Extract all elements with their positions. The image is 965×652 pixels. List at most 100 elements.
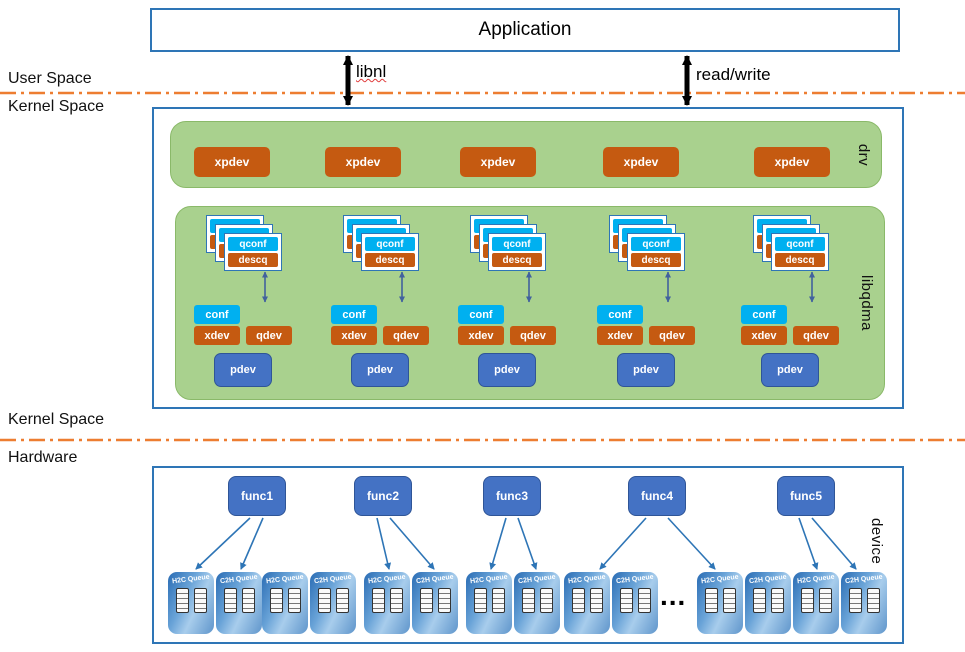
kernel-space-label-lower: Kernel Space	[8, 411, 105, 428]
func-box: func4	[628, 476, 686, 516]
kernel-space-label-upper: Kernel Space	[8, 98, 105, 115]
queue-label: C2H Queue	[313, 573, 353, 586]
xpdev-box: xpdev	[325, 147, 401, 177]
drv-label: drv	[855, 143, 872, 166]
libqdma-container: qconf descq conf xdev qdev pdev qconf de…	[175, 206, 885, 400]
queue-icons	[269, 588, 301, 613]
conf-box: conf	[331, 305, 377, 324]
xdev-box: xdev	[194, 326, 240, 345]
device-box	[152, 466, 904, 644]
xpdev-box: xpdev	[460, 147, 536, 177]
queue-label: C2H Queue	[517, 573, 557, 586]
hardware-label: Hardware	[8, 449, 78, 466]
func-box: func5	[777, 476, 835, 516]
qconf-box: qconf	[631, 237, 681, 251]
pdev-box: pdev	[761, 353, 819, 387]
c2h-queue-box: C2H Queue	[310, 572, 356, 634]
queue-stack-icon	[521, 588, 535, 613]
h2c-queue-box: H2C Queue	[168, 572, 214, 634]
queue-icons	[419, 588, 451, 613]
application-box: Application	[150, 8, 900, 52]
qdev-box: qdev	[649, 326, 695, 345]
h2c-queue-box: H2C Queue	[564, 572, 610, 634]
h2c-queue-box: H2C Queue	[793, 572, 839, 634]
descriptor-card-stack: qconf descq	[470, 215, 546, 271]
read-write-label: read/write	[696, 65, 771, 84]
c2h-queue-box: C2H Queue	[612, 572, 658, 634]
c2h-queue-box: C2H Queue	[745, 572, 791, 634]
descriptor-card-stack: qconf descq	[753, 215, 829, 271]
queue-stack-icon	[371, 588, 385, 613]
queue-icons	[704, 588, 736, 613]
device-label: device	[868, 518, 885, 565]
queue-icons	[473, 588, 505, 613]
qdev-box: qdev	[793, 326, 839, 345]
queue-label: H2C Queue	[700, 573, 740, 586]
kernel-space-box	[152, 107, 904, 409]
qdev-box: qdev	[510, 326, 556, 345]
queue-stack-icon	[241, 588, 255, 613]
queue-stack-icon	[704, 588, 718, 613]
func-box: func3	[483, 476, 541, 516]
queue-stack-icon	[287, 588, 301, 613]
queue-icons	[752, 588, 784, 613]
libqdma-group: qconf descq conf xdev qdev pdev	[597, 215, 707, 387]
queue-icons	[848, 588, 880, 613]
queue-icons	[521, 588, 553, 613]
h2c-queue-box: H2C Queue	[697, 572, 743, 634]
queue-stack-icon	[637, 588, 651, 613]
xpdev-box: xpdev	[603, 147, 679, 177]
c2h-queue-box: C2H Queue	[216, 572, 262, 634]
qconf-box: qconf	[228, 237, 278, 251]
qconf-box: qconf	[775, 237, 825, 251]
descq-box: descq	[492, 253, 542, 267]
queue-stack-icon	[589, 588, 603, 613]
queue-stack-icon	[193, 588, 207, 613]
queue-stack-icon	[539, 588, 553, 613]
h2c-queue-box: H2C Queue	[262, 572, 308, 634]
queue-stack-icon	[866, 588, 880, 613]
h2c-queue-box: H2C Queue	[466, 572, 512, 634]
conf-box: conf	[458, 305, 504, 324]
queue-label: C2H Queue	[844, 573, 884, 586]
descq-box: descq	[365, 253, 415, 267]
queue-icons	[800, 588, 832, 613]
queue-stack-icon	[473, 588, 487, 613]
queue-stack-icon	[175, 588, 189, 613]
pdev-box: pdev	[478, 353, 536, 387]
queue-stack-icon	[619, 588, 633, 613]
libqdma-group: qconf descq conf xdev qdev pdev	[741, 215, 851, 387]
descq-box: descq	[631, 253, 681, 267]
queue-stack-icon	[752, 588, 766, 613]
qconf-box: qconf	[365, 237, 415, 251]
queue-stack-icon	[491, 588, 505, 613]
pdev-box: pdev	[214, 353, 272, 387]
descq-box: descq	[775, 253, 825, 267]
queue-label: C2H Queue	[615, 573, 655, 586]
xdev-box: xdev	[331, 326, 377, 345]
libqdma-group: qconf descq conf xdev qdev pdev	[194, 215, 304, 387]
descriptor-card-stack: qconf descq	[609, 215, 685, 271]
queue-stack-icon	[770, 588, 784, 613]
queue-label: H2C Queue	[796, 573, 836, 586]
queue-card: qconf descq	[224, 233, 282, 271]
queue-card: qconf descq	[488, 233, 546, 271]
descq-box: descq	[228, 253, 278, 267]
queue-stack-icon	[269, 588, 283, 613]
pdev-box: pdev	[617, 353, 675, 387]
application-label: Application	[478, 19, 572, 40]
qconf-box: qconf	[492, 237, 542, 251]
xpdev-box: xpdev	[194, 147, 270, 177]
queue-stack-icon	[419, 588, 433, 613]
libqdma-label: libqdma	[858, 274, 875, 332]
queue-label: C2H Queue	[748, 573, 788, 586]
queue-label: H2C Queue	[567, 573, 607, 586]
queue-stack-icon	[571, 588, 585, 613]
queue-icons	[175, 588, 207, 613]
conf-box: conf	[194, 305, 240, 324]
user-space-label: User Space	[8, 70, 92, 87]
queue-stack-icon	[223, 588, 237, 613]
queue-stack-icon	[437, 588, 451, 613]
queue-label: H2C Queue	[367, 573, 407, 586]
